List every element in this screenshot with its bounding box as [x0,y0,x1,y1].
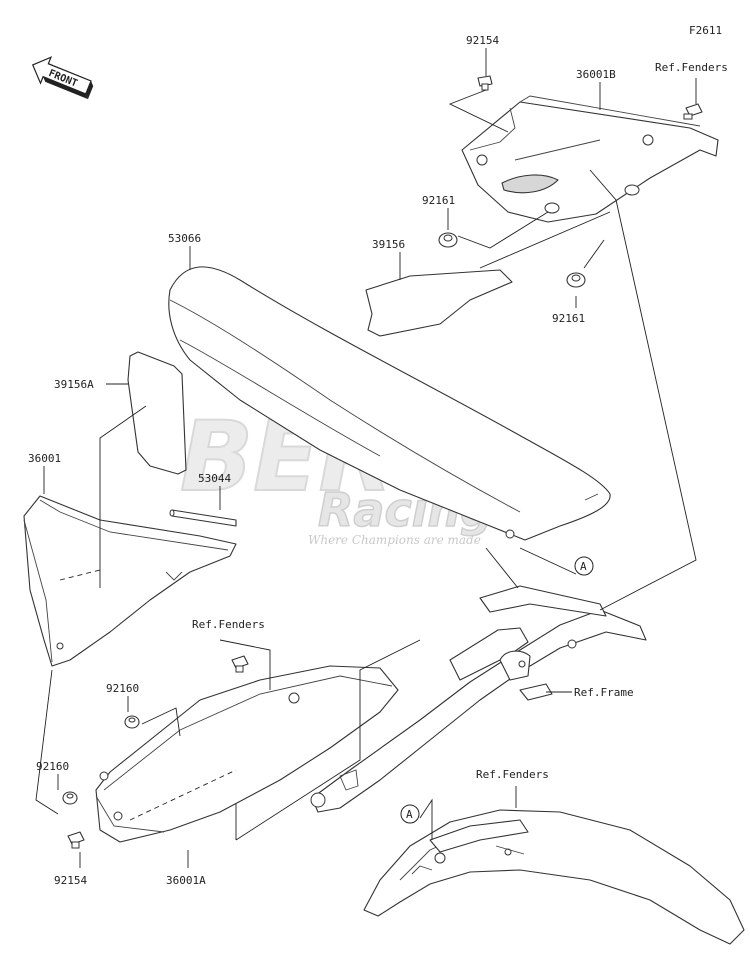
label-36001A: 36001A [166,874,206,887]
callout-a-lower-label: A [406,808,413,821]
label-92160-b: 92160 [36,760,69,773]
label-36001B: 36001B [576,68,616,81]
grommet-92160-a-icon [124,715,140,729]
leader-lines [35,48,697,868]
label-36001: 36001 [28,452,61,465]
callout-a-upper-label: A [580,560,587,573]
part-subframe-ref-frame [310,585,647,813]
label-ref-fenders-bottom: Ref.Fenders [476,768,549,781]
bolt-ref-fenders-mid-icon [231,655,249,673]
front-arrow-icon: FRONT [31,56,94,100]
figure-code: F2611 [689,24,722,37]
bolt-ref-fenders-top-icon [683,103,703,120]
part-39156-pad [365,269,513,337]
label-92161-a: 92161 [422,194,455,207]
part-36001-side-cover [23,495,237,667]
bolt-92154-top-icon [477,75,493,91]
part-labels: 92154 36001B Ref.Fenders 92161 39156 921… [28,34,728,887]
part-36001A-side-cover [95,665,399,843]
grommet-92161-a-icon [438,232,458,248]
label-53044: 53044 [198,472,231,485]
part-rear-fender-ref [363,809,745,945]
label-ref-fenders-top: Ref.Fenders [655,61,728,74]
label-ref-fenders-mid: Ref.Fenders [192,618,265,631]
label-53066: 53066 [168,232,201,245]
callout-a-upper: A [574,556,594,576]
grommet-92160-b-icon [62,791,78,805]
grommet-92161-b-icon [566,272,586,288]
label-92160-a: 92160 [106,682,139,695]
bolt-92154-bottom-icon [67,831,85,849]
callout-a-lower: A [400,804,420,824]
label-92154-bottom: 92154 [54,874,87,887]
part-36001B-rear-cover [461,95,719,223]
part-53066-seat [168,266,611,541]
part-39156A-pad [127,351,187,475]
label-39156A: 39156A [54,378,94,391]
label-92154-top: 92154 [466,34,499,47]
label-ref-frame: Ref.Frame [574,686,634,699]
part-53044-rod [169,509,237,527]
label-92161-b: 92161 [552,312,585,325]
watermark-tagline: Where Champions are made [308,533,481,547]
label-39156: 39156 [372,238,405,251]
